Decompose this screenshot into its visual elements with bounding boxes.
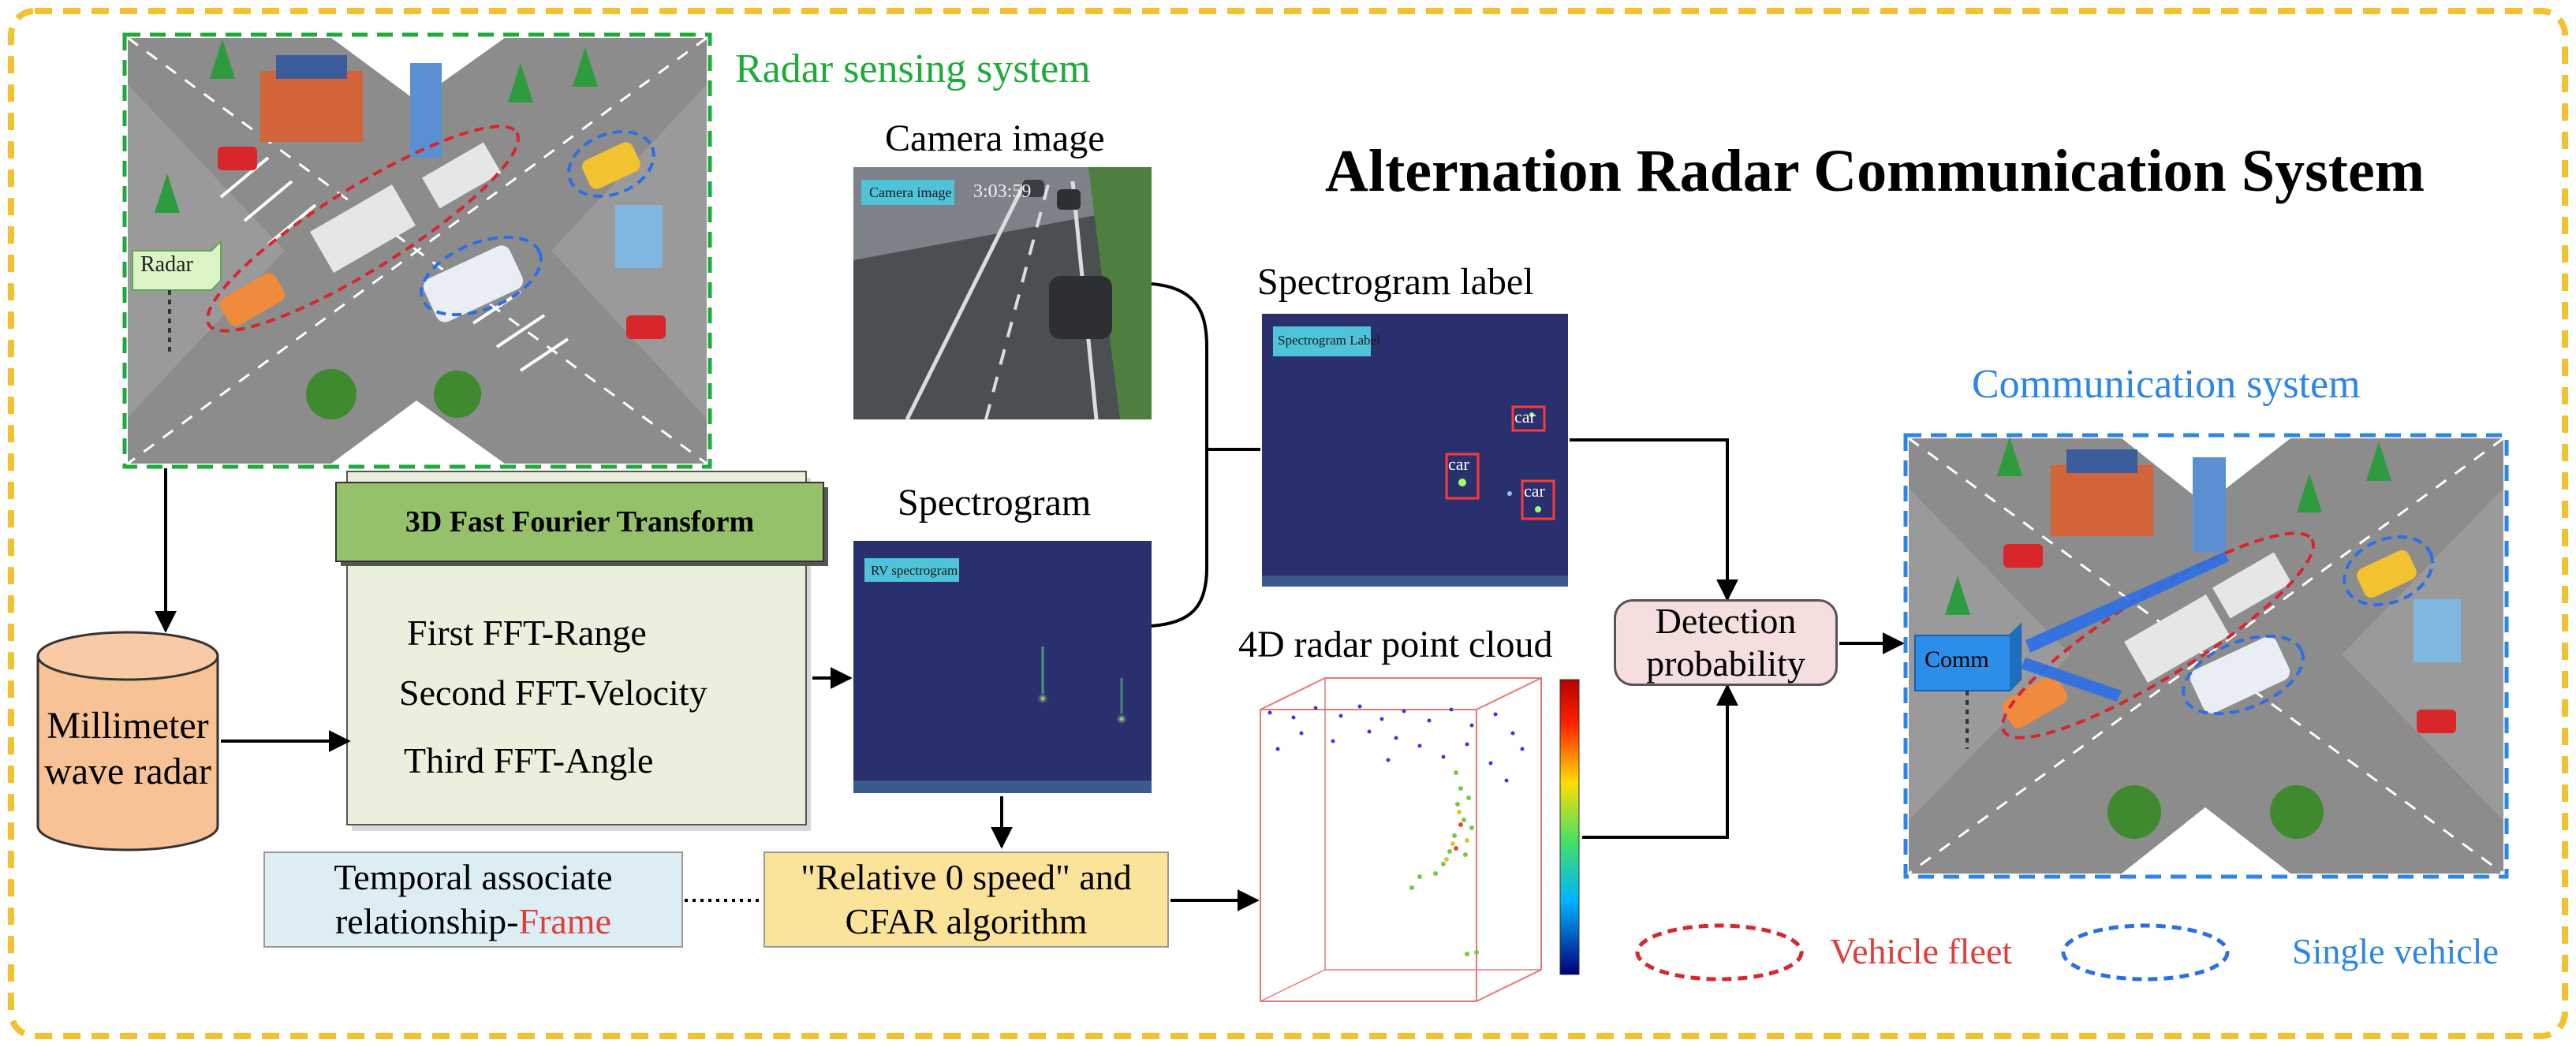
millimeter-radar-line1: Millimeter	[47, 705, 209, 747]
arrow-label-to-detection	[1570, 438, 1738, 602]
millimeter-radar-cylinder	[36, 631, 219, 851]
fft-item-range: First FFT-Range	[407, 613, 647, 653]
millimeter-radar-line2: wave radar	[44, 751, 211, 792]
cfar-line2: CFAR algorithm	[845, 901, 1088, 941]
detection-line1: Detection	[1655, 601, 1797, 641]
fft-item-angle: Third FFT-Angle	[404, 740, 654, 781]
detection-probability-box: Detection probability	[1614, 599, 1838, 686]
detection-label: car	[1448, 454, 1469, 474]
comm-section-title: Communication system	[1972, 362, 2361, 407]
detection-box	[1445, 453, 1480, 500]
legend-single-label: Single vehicle	[2292, 931, 2499, 971]
millimeter-radar-label: Millimeter wave radar	[38, 694, 218, 804]
fft-header-label: 3D Fast Fourier Transform	[405, 505, 755, 538]
legend-single-ellipse	[2061, 923, 2230, 982]
detection-label: car	[1514, 407, 1536, 427]
arrow-pointcloud-to-detection	[1582, 684, 1738, 839]
comm-scene-border	[1903, 433, 2509, 879]
radar-scene	[122, 32, 712, 469]
temporal-line2-prefix: relationship-	[334, 901, 519, 941]
outer-frame	[8, 8, 2568, 1039]
spectrogram-tag: RV spectrogram	[871, 563, 958, 578]
camera-tag: Camera image	[869, 184, 952, 200]
spectrogram-caption: Spectrogram	[898, 482, 1092, 524]
legend-fleet-label: Vehicle fleet	[1830, 931, 2013, 971]
color-bar	[1559, 679, 1580, 975]
camera-timestamp: 3:03:59	[973, 181, 1032, 202]
detection-box	[1521, 479, 1555, 520]
comm-tag: Comm	[1925, 646, 1989, 673]
spectrogram-label-tag: Spectrogram Label	[1278, 333, 1380, 348]
camera-caption: Camera image	[885, 117, 1105, 159]
temporal-box: Temporal associate relationship-Frame	[263, 851, 683, 948]
spectrogram-label-image	[1262, 314, 1568, 587]
point-cloud-caption: 4D radar point cloud	[1238, 624, 1553, 665]
comm-scene	[1903, 433, 2509, 879]
cfar-line1: "Relative 0 speed" and	[801, 857, 1132, 897]
detection-line2: probability	[1646, 643, 1805, 684]
radar-scene-border	[122, 32, 712, 469]
fft-header	[335, 482, 824, 562]
fft-item-velocity: Second FFT-Velocity	[399, 673, 707, 713]
detection-label: car	[1524, 481, 1545, 501]
point-cloud	[1260, 677, 1580, 1002]
temporal-frame-highlight: Frame	[518, 901, 611, 941]
spectrogram-label-caption: Spectrogram label	[1257, 261, 1534, 303]
radar-section-title: Radar sensing system	[735, 47, 1091, 91]
diagram-title: Alternation Radar Communication System	[1325, 138, 2425, 204]
detection-box	[1511, 405, 1546, 432]
legend-fleet-ellipse	[1635, 923, 1804, 982]
temporal-line1: Temporal associate	[334, 857, 613, 897]
curve-camera	[1151, 282, 1208, 628]
spectrogram-image	[853, 541, 1152, 793]
camera-image	[853, 167, 1152, 421]
radar-tag: Radar	[140, 252, 193, 277]
temporal-line2: relationship-Frame	[335, 900, 611, 944]
cfar-box: "Relative 0 speed" and CFAR algorithm	[763, 851, 1169, 948]
